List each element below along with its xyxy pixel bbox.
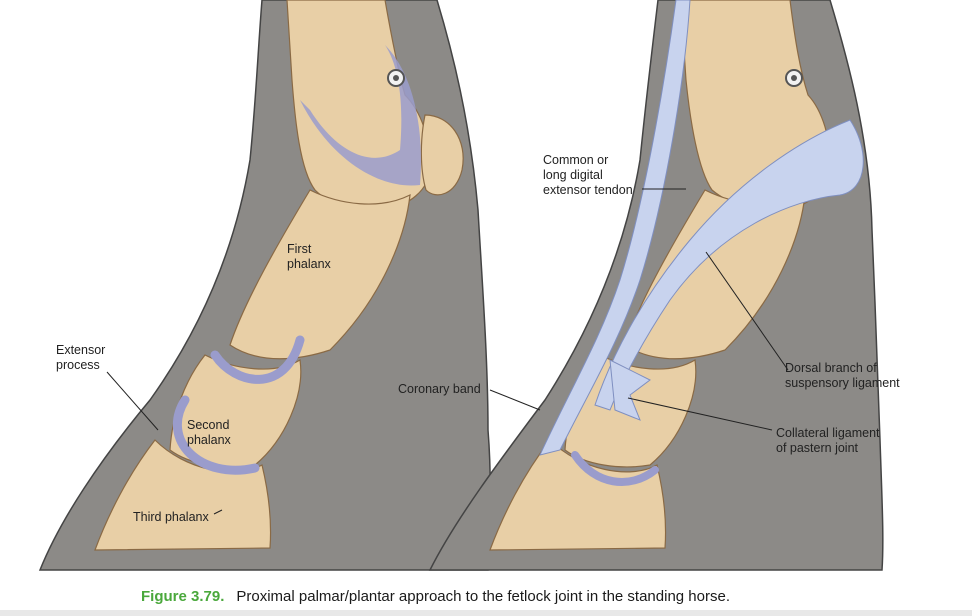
label-dorsal-branch: Dorsal branch of suspensory ligament [785, 361, 900, 391]
label-collateral-ligament-text: Collateral ligament of pastern joint [776, 426, 880, 455]
label-common-extensor: Common or long digital extensor tendon [543, 153, 633, 198]
label-collateral-ligament: Collateral ligament of pastern joint [776, 426, 880, 456]
label-second-phalanx: Second phalanx [187, 418, 231, 448]
right-needle-marker-center-icon [791, 75, 797, 81]
left-needle-marker-center-icon [393, 75, 399, 81]
label-third-phalanx-text: Third phalanx [133, 510, 209, 524]
left-pastern-ligament-lower [172, 395, 260, 475]
label-third-phalanx: Third phalanx [133, 510, 209, 525]
figure-caption-text: Proximal palmar/plantar approach to the … [236, 588, 730, 605]
label-dorsal-branch-text: Dorsal branch of suspensory ligament [785, 361, 900, 390]
label-first-phalanx: First phalanx [287, 242, 331, 272]
figure-caption: Figure 3.79. Proximal palmar/plantar appr… [141, 588, 730, 605]
label-extensor-process-text: Extensor process [56, 343, 106, 372]
label-first-phalanx-text: First phalanx [287, 242, 331, 271]
label-common-extensor-text: Common or long digital extensor tendon [543, 153, 633, 197]
right-third-phalanx-bone [489, 439, 667, 551]
left-pastern-ligament-upper [210, 335, 305, 384]
label-coronary-band-text: Coronary band [398, 382, 481, 396]
left-sesamoid [420, 114, 464, 196]
label-extensor-process: Extensor process [56, 343, 105, 373]
left-leg-illustration [38, 0, 492, 571]
leader-dorsal-branch [705, 251, 789, 371]
right-pastern-ligament-lower [571, 451, 659, 486]
leader-collateral-ligament [627, 397, 773, 431]
label-second-phalanx-text: Second phalanx [187, 418, 231, 447]
right-leg-illustration [428, 0, 884, 571]
figure-number: Figure 3.79. [141, 588, 225, 605]
leader-extensor-process [106, 371, 159, 431]
left-first-phalanx-bone [229, 189, 411, 360]
right-extensor-tendon [539, 0, 691, 456]
leader-coronary-band [489, 389, 541, 411]
label-coronary-band: Coronary band [398, 382, 481, 397]
leader-third-phalanx [213, 509, 223, 515]
leader-lines [106, 188, 789, 515]
left-fetlock-ligament [300, 45, 421, 186]
right-collateral-ligament [609, 359, 651, 421]
footer-bar [0, 610, 972, 616]
